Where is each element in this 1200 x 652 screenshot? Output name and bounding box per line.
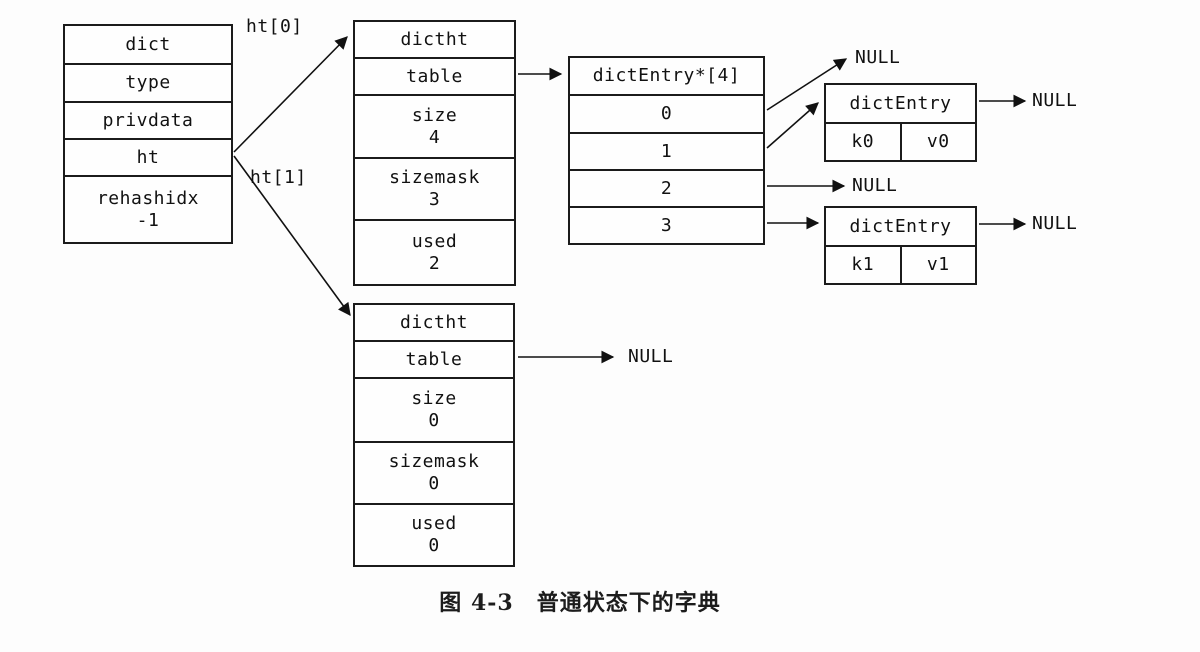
bucket-1-index: 1	[660, 140, 673, 162]
bucket-row-3: 3	[570, 206, 763, 243]
dictentry-k0-box: dictEntry k0 v0	[824, 83, 977, 162]
dict-row-ht: ht	[65, 138, 231, 175]
dict-struct-box: dict type privdata ht rehashidx -1	[63, 24, 233, 244]
dictht0-size-row: size 4	[355, 94, 514, 157]
dictentry-k1-key-cell: k1	[826, 247, 900, 283]
dictht1-used-value: 0	[428, 535, 440, 556]
dictentry-k1-key: k1	[851, 254, 875, 275]
dictht0-sizemask-value: 3	[428, 189, 441, 210]
dictentry-k1-header-label: dictEntry	[849, 215, 952, 237]
dictht1-used-row: used 0	[355, 503, 513, 565]
dict-privdata-label: privdata	[102, 109, 194, 131]
dictht1-size-row: size 0	[355, 377, 513, 441]
dictht0-size-label: size	[411, 104, 458, 126]
dictht1-sizemask-value: 0	[428, 473, 440, 494]
dictht0-sizemask-label: sizemask	[389, 167, 480, 188]
rehashidx-value: -1	[136, 209, 160, 231]
ht1-pointer-label: ht[1]	[250, 167, 307, 188]
dictht0-header-label: dictht	[400, 28, 469, 50]
dict-row-title: dict	[65, 26, 231, 63]
dictentry-k0-key-cell: k0	[826, 124, 900, 160]
bucket-row-1: 1	[570, 132, 763, 169]
dict-row-privdata: privdata	[65, 101, 231, 138]
dictentry-k1-val: v1	[926, 254, 950, 275]
arrow-ht0	[233, 36, 348, 153]
dictentry-k0-header: dictEntry	[826, 85, 975, 122]
null-label-table1: NULL	[628, 346, 674, 367]
dictentry-k0-key: k0	[851, 131, 875, 152]
bucket-array-box: dictEntry*[4] 0 1 2 3	[568, 56, 765, 245]
dictht0-size-value: 4	[428, 126, 441, 148]
dictht0-used-row: used 2	[355, 219, 514, 284]
null-label-bucket0: NULL	[855, 47, 901, 68]
dict-type-label: type	[125, 72, 171, 93]
dictht1-header-label: dictht	[399, 311, 469, 333]
dict-row-rehashidx: rehashidx -1	[65, 175, 231, 242]
ht0-pointer-label: ht[0]	[246, 16, 303, 37]
bucket-row-2: 2	[570, 169, 763, 206]
dictht0-used-label: used	[411, 230, 458, 252]
bucket-2-index: 2	[660, 177, 673, 199]
dictht0-table-label: table	[406, 65, 463, 87]
bucket-3-index: 3	[660, 214, 673, 236]
dictht1-size-value: 0	[428, 410, 440, 431]
dictht0-used-value: 2	[428, 252, 441, 274]
arrow-bucket1-entry	[766, 102, 819, 149]
dictentry-k0-val-cell: v0	[899, 124, 976, 160]
dictentry-k1-val-cell: v1	[899, 247, 976, 283]
dictht1-table-row: table	[355, 340, 513, 377]
dictht1-sizemask-label: sizemask	[388, 451, 480, 472]
dictht1-box: dictht table size 0 sizemask 0 used 0	[353, 303, 515, 567]
bucket-row-0: 0	[570, 94, 763, 132]
dict-title-label: dict	[125, 33, 171, 55]
dictht1-header: dictht	[355, 305, 513, 340]
figure-caption: 图 4-3 普通状态下的字典	[439, 590, 721, 616]
dictentry-k0-kv-row: k0 v0	[826, 122, 975, 160]
dictht0-sizemask-row: sizemask 3	[355, 157, 514, 219]
dictht0-table-row: table	[355, 57, 514, 94]
bucket-array-header: dictEntry*[4]	[570, 58, 763, 94]
null-label-bucket2: NULL	[852, 175, 898, 196]
dict-ht-label: ht	[136, 146, 160, 168]
null-label-entry-k0: NULL	[1032, 90, 1078, 111]
dict-row-type: type	[65, 63, 231, 101]
rehashidx-label: rehashidx	[96, 187, 200, 209]
bucket-0-index: 0	[660, 103, 673, 124]
dictentry-k1-kv-row: k1 v1	[826, 245, 975, 283]
dictentry-k0-val: v0	[926, 131, 950, 152]
bucket-array-header-label: dictEntry*[4]	[592, 65, 741, 86]
dictht1-table-label: table	[405, 348, 463, 370]
dictht1-sizemask-row: sizemask 0	[355, 441, 513, 503]
dictht0-box: dictht table size 4 sizemask 3 used 2	[353, 20, 516, 286]
dictentry-k1-box: dictEntry k1 v1	[824, 206, 977, 285]
dictentry-k1-header: dictEntry	[826, 208, 975, 245]
null-label-entry-k1: NULL	[1032, 213, 1078, 234]
dictentry-k0-header-label: dictEntry	[849, 92, 952, 114]
dictht1-size-label: size	[411, 388, 457, 409]
dictht0-header: dictht	[355, 22, 514, 57]
dictht1-used-label: used	[411, 513, 457, 534]
